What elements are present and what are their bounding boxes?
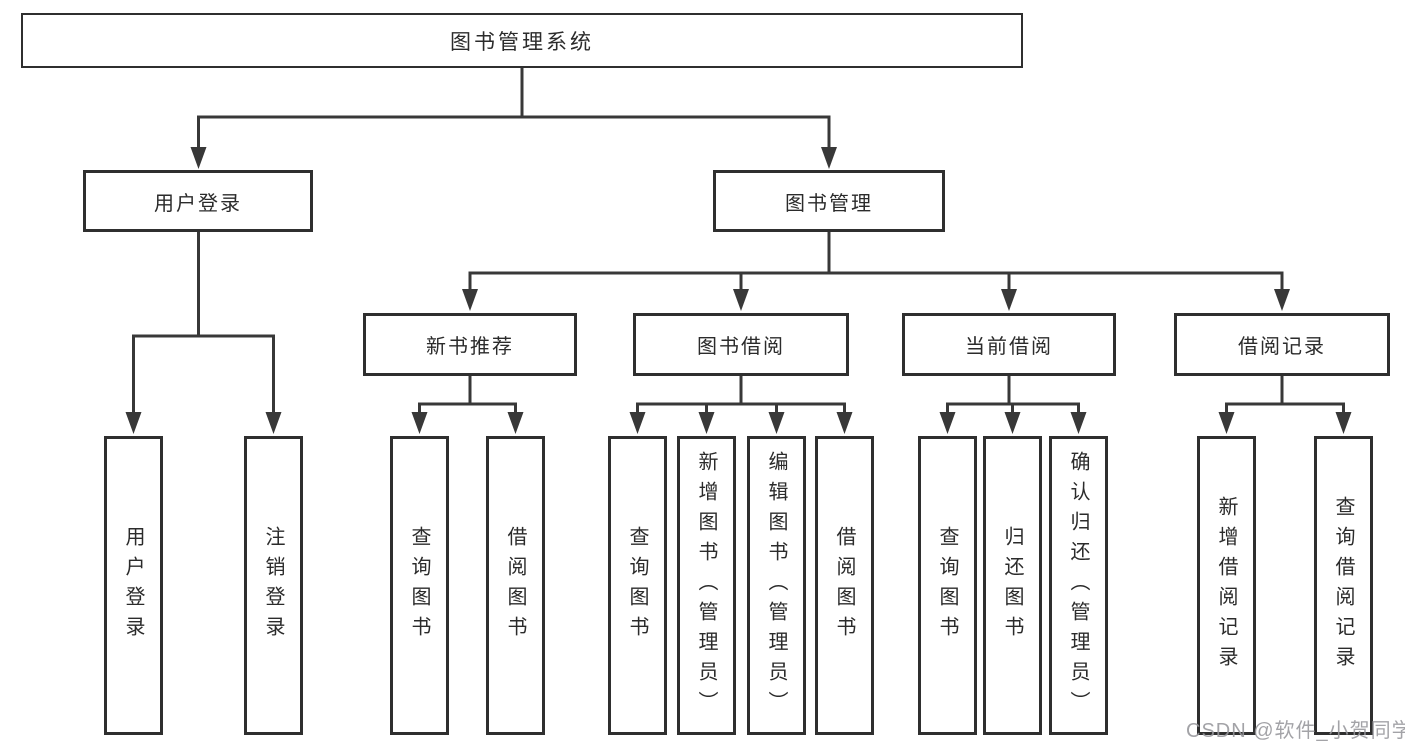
leaf-label: 借阅图书 — [833, 525, 855, 646]
arrow-down-icon — [768, 412, 785, 434]
leaf-recommend-borrow-book: 借阅图书 — [486, 436, 545, 735]
arrow-down-icon — [1335, 412, 1352, 434]
arrow-down-icon — [629, 412, 646, 434]
leaf-return-book: 归还图书 — [983, 436, 1042, 735]
leaf-label: 借阅图书 — [504, 525, 526, 646]
connector-root — [190, 68, 837, 169]
leaf-label: 查询图书 — [408, 525, 430, 646]
node-book-borrow: 图书借阅 — [633, 313, 849, 376]
arrow-down-icon — [1004, 412, 1021, 434]
leaf-label: 查询图书 — [626, 525, 648, 646]
arrow-down-icon — [836, 412, 853, 434]
node-book-management: 图书管理 — [713, 170, 945, 232]
leaf-label: 查询图书 — [936, 525, 958, 646]
connector-user-login — [125, 232, 282, 434]
arrow-down-icon — [411, 412, 428, 434]
leaf-label: 新增借阅记录 — [1215, 495, 1237, 676]
leaf-add-book-admin: 新增图书（管理员） — [677, 436, 736, 735]
leaf-logout: 注销登录 — [244, 436, 303, 735]
arrow-down-icon — [1274, 289, 1290, 311]
leaf-label: 归还图书 — [1001, 525, 1023, 646]
node-label: 图书管理 — [785, 192, 873, 215]
connector-recommend — [411, 376, 524, 434]
arrow-down-icon — [1001, 289, 1017, 311]
node-label: 新书推荐 — [426, 336, 514, 358]
leaf-current-query-book: 查询图书 — [918, 436, 977, 735]
watermark: CSDN @软件_小贺同学 — [1186, 720, 1405, 742]
node-label: 图书借阅 — [697, 336, 785, 358]
leaf-label: 用户登录 — [122, 525, 144, 646]
node-user-login: 用户登录 — [83, 170, 313, 232]
arrow-down-icon — [1218, 412, 1235, 434]
node-label: 用户登录 — [154, 192, 242, 215]
arrow-down-icon — [265, 412, 282, 434]
leaf-label: 新增图书（管理员） — [695, 450, 717, 721]
leaf-label: 注销登录 — [262, 525, 284, 646]
arrow-down-icon — [190, 147, 207, 169]
node-label: 图书管理系统 — [450, 30, 594, 54]
arrow-down-icon — [125, 412, 142, 434]
arrow-down-icon — [733, 289, 749, 311]
connector-borrow — [629, 376, 853, 434]
leaf-edit-book-admin: 编辑图书（管理员） — [747, 436, 806, 735]
leaf-confirm-return-admin: 确认归还（管理员） — [1049, 436, 1108, 735]
leaf-add-borrow-record: 新增借阅记录 — [1197, 436, 1256, 735]
leaf-recommend-query-book: 查询图书 — [390, 436, 449, 735]
leaf-borrow-book: 借阅图书 — [815, 436, 874, 735]
node-label: 当前借阅 — [965, 336, 1053, 358]
leaf-query-borrow-record: 查询借阅记录 — [1314, 436, 1373, 735]
node-current-borrow: 当前借阅 — [902, 313, 1116, 376]
leaf-label: 编辑图书（管理员） — [765, 450, 787, 721]
arrow-down-icon — [698, 412, 715, 434]
leaf-user-login: 用户登录 — [104, 436, 163, 735]
node-label: 借阅记录 — [1238, 336, 1326, 358]
arrow-down-icon — [462, 289, 478, 311]
node-new-book-recommend: 新书推荐 — [363, 313, 577, 376]
leaf-borrow-query-book: 查询图书 — [608, 436, 667, 735]
node-borrow-records: 借阅记录 — [1174, 313, 1390, 376]
arrow-down-icon — [821, 147, 837, 169]
connector-current — [939, 376, 1087, 434]
arrow-down-icon — [939, 412, 956, 434]
node-library-system: 图书管理系统 — [21, 13, 1023, 68]
connector-book-mgmt — [462, 232, 1290, 311]
connector-records — [1218, 376, 1352, 434]
leaf-label: 查询借阅记录 — [1332, 495, 1354, 676]
leaf-label: 确认归还（管理员） — [1067, 450, 1089, 721]
arrow-down-icon — [1070, 412, 1087, 434]
arrow-down-icon — [507, 412, 524, 434]
